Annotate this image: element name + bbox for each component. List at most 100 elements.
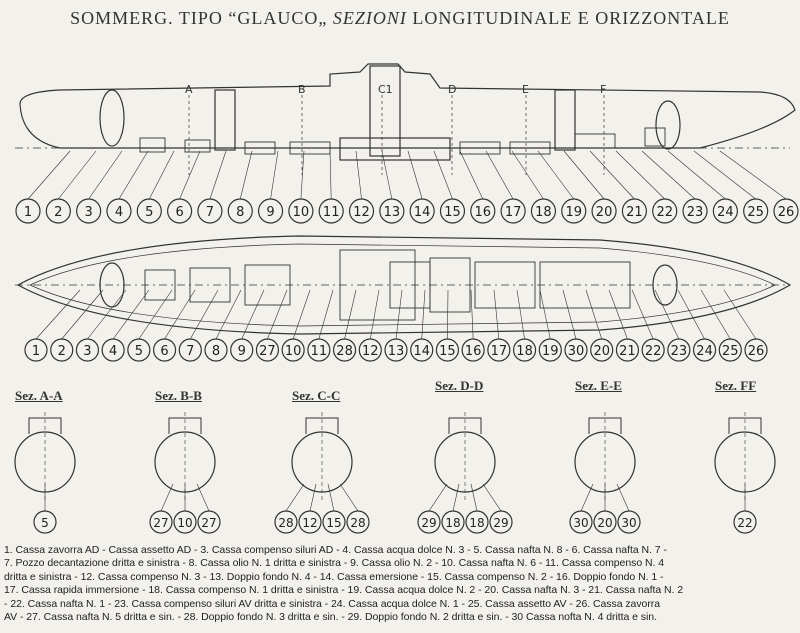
callout-label: 4 xyxy=(109,344,117,359)
leader-line xyxy=(447,289,449,340)
callout-circle xyxy=(45,198,71,224)
leader-line xyxy=(285,483,305,512)
page-title: SOMMERG. TIPO “GLAUCO„ SEZIONI LONGITUDI… xyxy=(0,8,800,29)
leader-line xyxy=(615,150,665,200)
callout-circle xyxy=(692,338,717,362)
callout-label: 8 xyxy=(236,205,244,220)
leader-line xyxy=(537,150,575,200)
leader-line xyxy=(516,289,525,340)
callout-circle xyxy=(435,338,460,362)
leader-line xyxy=(160,483,174,512)
callout-label: 6 xyxy=(175,205,183,220)
callout-circle xyxy=(348,198,375,224)
callout-label: 13 xyxy=(384,205,401,220)
callout-circle xyxy=(136,198,162,224)
callout-circle xyxy=(470,198,496,224)
section-callout-label: 15 xyxy=(326,516,341,530)
section-callout-label: 22 xyxy=(737,516,752,530)
callout-circle xyxy=(50,338,74,362)
leader-line xyxy=(355,150,362,200)
callout-label: 15 xyxy=(444,205,461,220)
callout-label: 9 xyxy=(266,205,274,220)
section-title: Sez. B-B xyxy=(155,388,202,403)
callout-circle xyxy=(538,338,562,362)
callout-label: 10 xyxy=(285,344,302,359)
callout-label: 16 xyxy=(465,344,482,359)
section-callout-circle xyxy=(298,510,322,534)
callout-label: 25 xyxy=(722,344,739,359)
callout-label: 5 xyxy=(135,344,143,359)
leader-line xyxy=(300,150,305,200)
section-callout-label: 30 xyxy=(573,516,588,530)
callout-label: 2 xyxy=(54,205,62,220)
section-callout-circle xyxy=(617,510,641,534)
conning-tower-outline xyxy=(448,417,482,434)
horizontal-section xyxy=(15,235,792,335)
callout-label: 26 xyxy=(748,344,765,359)
callout-circle xyxy=(76,198,102,224)
callout-circle xyxy=(530,198,557,224)
section-title: Sez. D-D xyxy=(435,378,484,393)
leader-line xyxy=(27,150,71,200)
callout-circle xyxy=(439,198,466,224)
section-callout-label: 20 xyxy=(597,516,612,530)
section-callout-circle xyxy=(173,510,197,534)
callout-label: 24 xyxy=(696,344,713,359)
callout-label: 20 xyxy=(596,205,613,220)
callout-label: 18 xyxy=(516,344,533,359)
conning-tower-outline xyxy=(728,417,762,434)
section-mark: C1 xyxy=(378,83,393,96)
leader-line xyxy=(608,289,628,340)
callout-circle xyxy=(75,338,100,362)
callout-label: 20 xyxy=(593,344,610,359)
callout-label: 7 xyxy=(206,205,214,220)
callout-circle xyxy=(461,338,485,362)
section-title: Sez. C-C xyxy=(292,388,341,403)
leader-line xyxy=(428,483,448,512)
leader-line xyxy=(482,483,502,512)
callout-label: 11 xyxy=(311,344,328,359)
callout-label: 30 xyxy=(568,344,585,359)
leader-line xyxy=(677,289,705,340)
leader-line xyxy=(667,150,726,200)
callout-circle xyxy=(178,338,202,362)
legend: 1. Cassa zavorra AD - Cassa assetto AD -… xyxy=(4,544,799,624)
callout-label: 12 xyxy=(362,344,379,359)
section-callout-circle xyxy=(489,510,513,534)
longitudinal-section xyxy=(15,63,796,161)
callout-label: 21 xyxy=(619,344,636,359)
callout-circle xyxy=(318,198,344,224)
callout-circle xyxy=(682,198,708,224)
leader-line xyxy=(539,289,551,340)
leader-line xyxy=(700,289,731,340)
leader-line xyxy=(616,483,630,512)
section-callout-circle xyxy=(593,510,617,534)
section-callout-circle xyxy=(149,510,173,534)
section-callout-circle xyxy=(197,510,221,534)
section-callout-circle xyxy=(346,510,370,534)
callout-label: 22 xyxy=(645,344,662,359)
section-callout-circle xyxy=(33,510,57,534)
section-callout-label: 27 xyxy=(153,516,168,530)
legend-line: - 22. Cassa nafta N. 1 - 23. Cassa compe… xyxy=(4,597,661,610)
callout-label: 1 xyxy=(24,205,32,220)
callout-circle xyxy=(564,338,588,362)
callout-label: 14 xyxy=(413,344,430,359)
callout-circle xyxy=(106,198,132,224)
section-callout-circle xyxy=(322,510,346,534)
leader-line xyxy=(369,289,380,340)
callout-circle xyxy=(227,198,253,224)
callout-circle xyxy=(197,198,223,224)
leader-line xyxy=(87,289,127,340)
callout-circle xyxy=(743,198,769,224)
leader-line xyxy=(149,150,175,200)
leader-line xyxy=(267,289,288,340)
leader-line xyxy=(58,150,97,200)
leader-line xyxy=(452,483,460,512)
legend-line: dritta e sinistra - 12. Cassa compenso N… xyxy=(4,570,664,583)
callout-label: 6 xyxy=(160,344,168,359)
title-italic: SEZIONI xyxy=(332,8,407,28)
callout-label: 23 xyxy=(687,205,704,220)
